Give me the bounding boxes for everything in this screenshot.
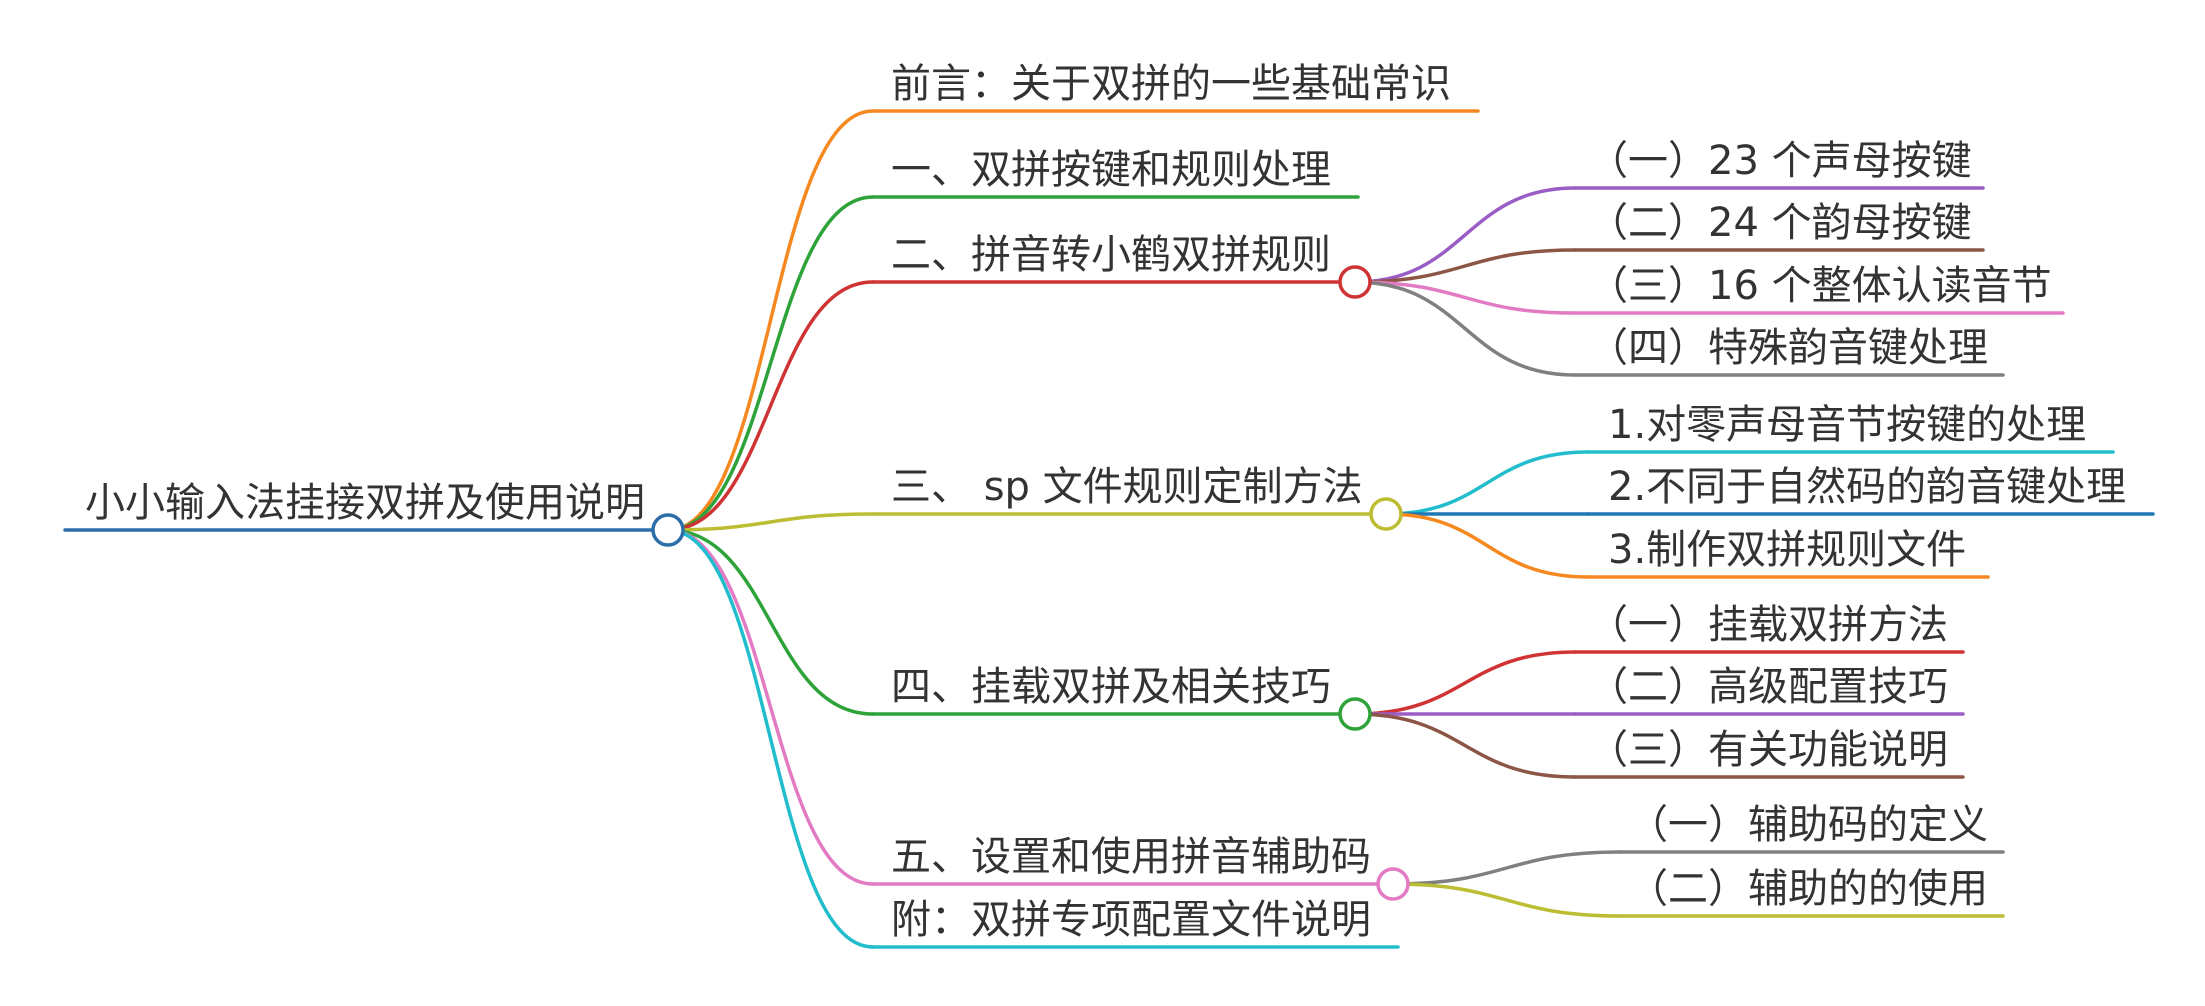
n2b-label: （二）24 个韵母按键 xyxy=(1588,200,1972,246)
n5a-label: （一）辅助码的定义 xyxy=(1628,802,1988,848)
n3a-edge xyxy=(1384,450,1590,516)
n2a-edge xyxy=(1353,186,1577,284)
n4-hub[interactable] xyxy=(1338,697,1372,731)
root-label: 小小输入法挂接双拼及使用说明 xyxy=(85,480,645,526)
n4a-label: （一）挂载双拼方法 xyxy=(1588,602,1948,648)
n4-edge xyxy=(666,528,875,716)
n2-label: 二、拼音转小鹤双拼规则 xyxy=(891,232,1331,278)
n4c-label: （三）有关功能说明 xyxy=(1588,727,1948,773)
n6-label: 附：双拼专项配置文件说明 xyxy=(891,897,1371,943)
n5-edge xyxy=(666,528,875,886)
n3c-edge xyxy=(1384,512,1590,579)
n4a-edge xyxy=(1353,650,1577,716)
n1-label: 一、双拼按键和规则处理 xyxy=(891,147,1331,193)
n2b-edge xyxy=(1353,248,1577,284)
n3-hub[interactable] xyxy=(1369,497,1403,531)
mind-map-underlines xyxy=(63,109,2155,949)
n2d-edge xyxy=(1353,280,1577,377)
n3-label: 三、 sp 文件规则定制方法 xyxy=(891,464,1363,510)
n3a-label: 1.对零声母音节按键的处理 xyxy=(1608,402,2086,448)
n4-label: 四、挂载双拼及相关技巧 xyxy=(891,664,1331,710)
n5a-edge xyxy=(1391,850,1622,886)
n0-edge xyxy=(666,109,875,532)
n3c-label: 3.制作双拼规则文件 xyxy=(1608,527,1966,573)
mind-map-hubs xyxy=(651,265,1410,901)
n2-edge xyxy=(666,280,875,532)
n5b-label: （二）辅助的的使用 xyxy=(1628,866,1988,912)
n2d-label: （四）特殊韵音键处理 xyxy=(1588,325,1988,371)
n1-edge xyxy=(666,195,875,532)
n2a-label: （一）23 个声母按键 xyxy=(1588,138,1972,184)
n4c-edge xyxy=(1353,712,1577,779)
n2c-label: （三）16 个整体认读音节 xyxy=(1588,263,2052,309)
n3-edge xyxy=(666,512,875,532)
n6-edge xyxy=(666,528,875,949)
n4b-label: （二）高级配置技巧 xyxy=(1588,664,1948,710)
mind-map-labels: 小小输入法挂接双拼及使用说明 前言：关于双拼的一些基础常识一、双拼按键和规则处理二… xyxy=(85,61,2126,943)
root-hub[interactable] xyxy=(651,513,685,547)
n2c-edge xyxy=(1353,280,1577,315)
mind-map-edges xyxy=(666,109,1622,949)
n5b-edge xyxy=(1391,882,1622,918)
n3b-label: 2.不同于自然码的韵音键处理 xyxy=(1608,464,2126,510)
n2-hub[interactable] xyxy=(1338,265,1372,299)
n5-hub[interactable] xyxy=(1376,867,1410,901)
n0-label: 前言：关于双拼的一些基础常识 xyxy=(891,61,1451,107)
n5-label: 五、设置和使用拼音辅助码 xyxy=(891,834,1371,880)
